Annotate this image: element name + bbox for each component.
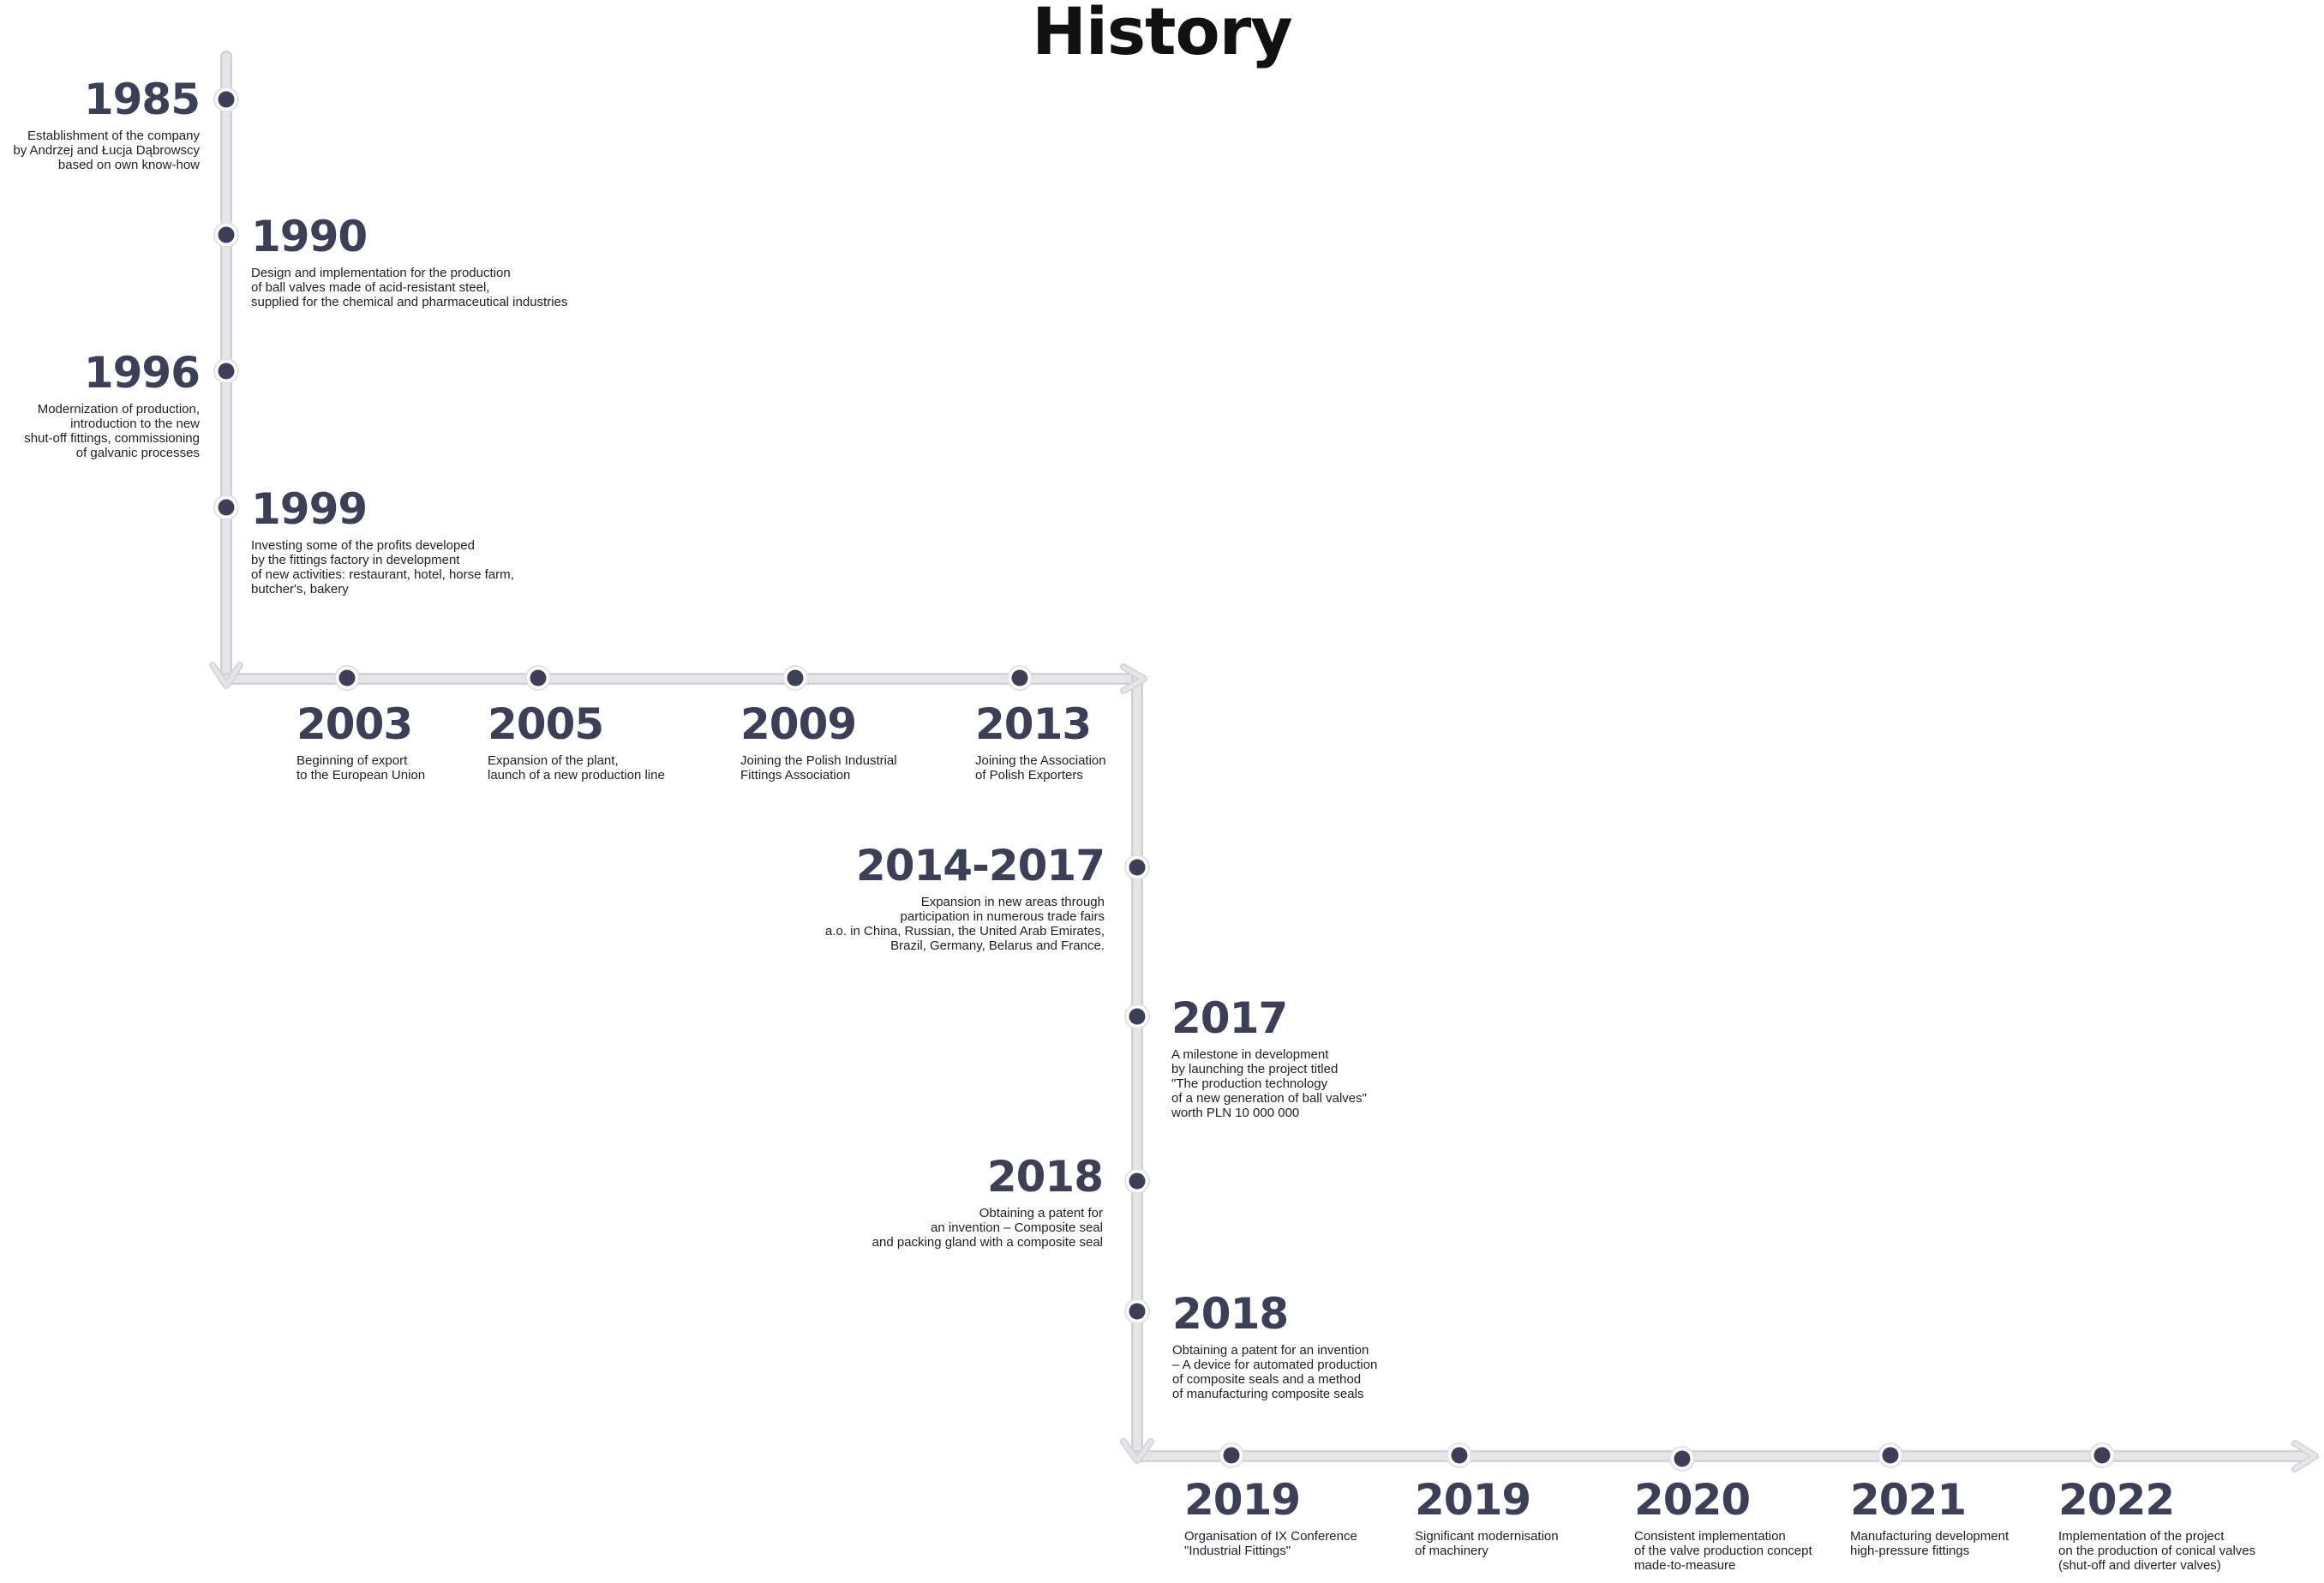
- timeline-dot: [1011, 669, 1028, 687]
- timeline-dot: [2093, 1447, 2111, 1464]
- timeline-dot: [1129, 859, 1146, 876]
- event-description: Expansion of the plant, launch of a new …: [488, 753, 665, 783]
- chevron-down-icon: [210, 663, 243, 688]
- event-year: 2020: [1634, 1475, 1751, 1525]
- event-description: Modernization of production, introductio…: [24, 402, 200, 460]
- timeline-dot: [338, 669, 356, 687]
- timeline-dot: [1129, 1172, 1146, 1190]
- event-description: Obtaining a patent for an invention – A …: [1172, 1343, 1378, 1401]
- event-description: Consistent implementation of the valve p…: [1634, 1529, 1812, 1573]
- event-year: 2018: [1172, 1289, 1289, 1339]
- event-description: Establishment of the company by Andrzej …: [13, 129, 200, 172]
- timeline-dot: [218, 91, 235, 108]
- event-year: 2013: [975, 699, 1092, 749]
- event-year: 2014-2017: [855, 841, 1105, 890]
- event-year: 2019: [1184, 1475, 1301, 1525]
- timeline-dot: [218, 226, 235, 243]
- chevron-right-icon: [2292, 1441, 2318, 1472]
- timeline-markers: [213, 87, 2115, 1472]
- event-year: 2005: [488, 699, 604, 749]
- event-year: 2003: [296, 699, 413, 749]
- event-year: 1985: [83, 75, 201, 124]
- event-description: Design and implementation for the produc…: [251, 266, 568, 309]
- timeline-dot: [1674, 1450, 1691, 1467]
- timeline-dot: [218, 363, 235, 380]
- timeline-dot: [218, 499, 235, 516]
- timeline-dot: [1223, 1447, 1240, 1464]
- timeline-dot: [787, 669, 804, 687]
- event-description: Implementation of the project on the pro…: [2058, 1529, 2256, 1573]
- timeline-dot: [1129, 1303, 1146, 1320]
- event-description: Organisation of IX Conference "Industria…: [1184, 1529, 1357, 1558]
- chevron-down-icon: [1121, 1439, 1153, 1463]
- event-description: Obtaining a patent for an invention – Co…: [872, 1206, 1103, 1250]
- timeline-dot: [1129, 1008, 1146, 1025]
- timeline-dot: [1451, 1447, 1468, 1464]
- event-year: 2022: [2058, 1475, 2175, 1525]
- event-year: 2017: [1171, 993, 1288, 1043]
- event-year: 2019: [1415, 1475, 1531, 1525]
- timeline-dot: [530, 669, 547, 687]
- event-description: Investing some of the profits developed …: [251, 538, 514, 597]
- timeline-dot: [1882, 1447, 1899, 1464]
- page-title: History: [1032, 0, 1292, 69]
- event-year: 1999: [251, 484, 368, 534]
- event-year: 1996: [83, 348, 201, 398]
- event-description: A milestone in development by launching …: [1171, 1047, 1367, 1120]
- event-description: Manufacturing development high-pressure …: [1850, 1529, 2010, 1558]
- event-description: Significant modernisation of machinery: [1415, 1529, 1559, 1558]
- chevron-right-icon: [1121, 664, 1147, 693]
- event-description: Joining the Polish Industrial Fittings A…: [740, 753, 897, 783]
- event-year: 2009: [740, 699, 857, 749]
- event-year: 1990: [251, 212, 368, 261]
- event-description: Beginning of export to the European Unio…: [296, 753, 426, 783]
- event-year: 2018: [986, 1152, 1104, 1202]
- event-year: 2021: [1850, 1475, 1967, 1525]
- event-description: Joining the Association of Polish Export…: [975, 753, 1106, 783]
- event-description: Expansion in new areas through participa…: [824, 895, 1105, 953]
- timeline-path: [209, 51, 2319, 1472]
